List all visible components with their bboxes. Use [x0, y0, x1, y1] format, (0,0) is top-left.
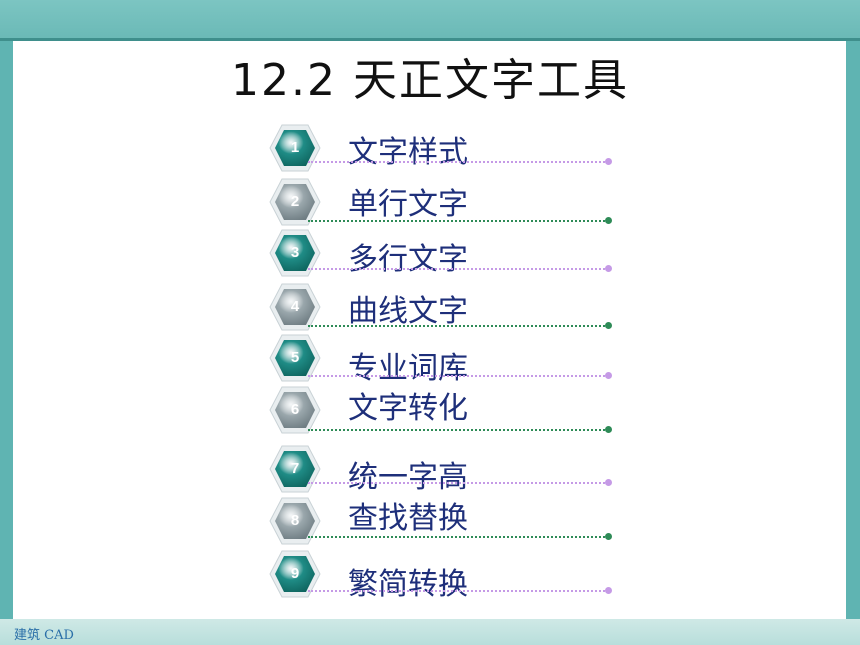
dotted-divider	[308, 429, 608, 431]
dotted-divider	[308, 590, 608, 592]
list-item[interactable]: 4 曲线文字	[268, 282, 628, 332]
top-divider	[0, 38, 860, 41]
divider-end-dot-icon	[605, 533, 612, 540]
number-badge-icon	[268, 549, 322, 599]
number-badge-icon	[268, 123, 322, 173]
number-badge-icon	[268, 282, 322, 332]
item-label: 查找替换	[348, 501, 468, 536]
list-item[interactable]: 7 统一字高	[268, 444, 628, 495]
item-label: 文字样式	[348, 135, 468, 170]
list-item[interactable]: 5 专业词库	[268, 333, 628, 386]
dotted-divider	[308, 161, 608, 163]
item-label: 单行文字	[348, 187, 468, 222]
number-badge-icon	[268, 385, 322, 435]
item-label: 繁简转换	[348, 567, 468, 602]
item-number: 2	[290, 193, 300, 210]
divider-end-dot-icon	[605, 217, 612, 224]
list-item[interactable]: 9 繁简转换	[268, 549, 628, 602]
divider-end-dot-icon	[605, 265, 612, 272]
list-item[interactable]: 2 单行文字	[268, 177, 628, 227]
dotted-divider	[308, 375, 608, 377]
item-label: 统一字高	[348, 460, 468, 495]
number-badge-icon	[268, 444, 322, 494]
divider-end-dot-icon	[605, 479, 612, 486]
item-number: 8	[290, 512, 300, 529]
footer-text: 建筑 CAD	[14, 628, 74, 643]
bottom-banner	[0, 619, 860, 645]
top-banner	[0, 0, 860, 40]
list-item[interactable]: 3 多行文字	[268, 228, 628, 278]
dotted-divider	[308, 268, 608, 270]
divider-end-dot-icon	[605, 426, 612, 433]
divider-end-dot-icon	[605, 322, 612, 329]
number-badge-icon	[268, 496, 322, 546]
dotted-divider	[308, 536, 608, 538]
number-badge-icon	[268, 228, 322, 278]
list-item[interactable]: 8 查找替换	[268, 496, 628, 546]
number-badge-icon	[268, 177, 322, 227]
item-label: 曲线文字	[348, 294, 468, 329]
item-label: 多行文字	[348, 242, 468, 277]
item-label: 专业词库	[348, 351, 468, 386]
item-number: 1	[290, 139, 300, 156]
item-number: 3	[290, 244, 300, 261]
dotted-divider	[308, 482, 608, 484]
item-number: 4	[290, 298, 300, 315]
dotted-divider	[308, 220, 608, 222]
page-title: 12.2 天正文字工具	[231, 55, 629, 106]
list-item[interactable]: 6 文字转化	[268, 385, 628, 435]
item-number: 9	[290, 565, 300, 582]
item-label: 文字转化	[348, 391, 468, 426]
number-badge-icon	[268, 333, 322, 383]
item-number: 7	[290, 460, 300, 477]
item-number: 5	[290, 349, 300, 366]
list-item[interactable]: 1 文字样式	[268, 123, 628, 173]
dotted-divider	[308, 325, 608, 327]
item-number: 6	[290, 401, 300, 418]
divider-end-dot-icon	[605, 587, 612, 594]
divider-end-dot-icon	[605, 158, 612, 165]
divider-end-dot-icon	[605, 372, 612, 379]
slide-canvas	[13, 41, 846, 619]
